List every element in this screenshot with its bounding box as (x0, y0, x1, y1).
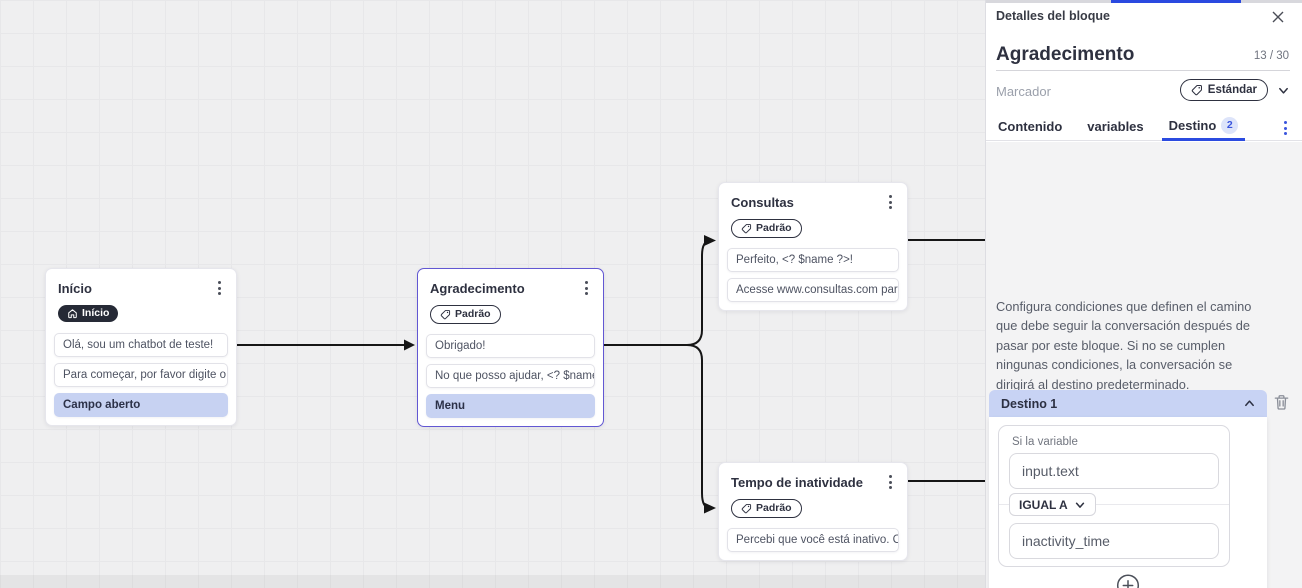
tab-contenido[interactable]: Contenido (998, 119, 1063, 134)
node-menu-icon[interactable] (582, 278, 591, 299)
node-type-badge: Início (58, 304, 119, 322)
tab-variables[interactable]: variables (1087, 119, 1144, 134)
tab-bar: Contenido variables Destino 2 (986, 112, 1302, 141)
home-icon (68, 309, 77, 318)
node-agradecimento[interactable]: Agradecimento Padrão Obrigado! No que po… (417, 268, 604, 427)
destino-description: Configura condiciones que definen el cam… (996, 299, 1252, 392)
block-name[interactable]: Agradecimento (996, 44, 1135, 65)
panel-title: Detalles del bloque (996, 9, 1110, 23)
operator-select[interactable]: IGUAL A (1009, 493, 1096, 516)
tag-icon (1191, 85, 1202, 96)
marcador-label: Marcador (996, 84, 1051, 99)
node-consultas[interactable]: Consultas Padrão Perfeito, <? $name ?>! … (718, 182, 908, 311)
node-inicio[interactable]: Início Início Olá, sou um chatbot de tes… (45, 268, 237, 426)
node-type-badge: Padrão (731, 498, 802, 518)
char-counter: 13 / 30 (1253, 50, 1289, 62)
flow-edges (236, 235, 985, 514)
message-item[interactable]: Perfeito, <? $name ?>! (727, 247, 899, 272)
condition-label: Si la variable (1012, 436, 1078, 448)
message-item[interactable]: Para começar, por favor digite o ... (54, 362, 228, 387)
block-details-panel: Detalles del bloque Agradecimento 13 / 3… (985, 0, 1302, 588)
message-item[interactable]: Acesse www.consultas.com par... (727, 277, 899, 302)
close-icon[interactable] (1269, 8, 1287, 26)
message-item[interactable]: Obrigado! (426, 333, 595, 358)
add-condition-icon[interactable] (1116, 574, 1140, 588)
condition-card: Si la variable IGUAL A (998, 425, 1230, 567)
node-title: Agradecimento (430, 280, 525, 296)
message-item[interactable]: No que posso ajudar, <? $name ... (426, 363, 595, 388)
flow-canvas[interactable]: Início Início Olá, sou um chatbot de tes… (0, 0, 985, 588)
divider (996, 70, 1290, 71)
tag-icon (741, 503, 752, 514)
tag-icon (440, 309, 451, 320)
chevron-down-icon (1075, 502, 1084, 508)
node-menu-icon[interactable] (215, 278, 224, 299)
node-title: Consultas (731, 194, 794, 210)
trash-icon[interactable] (1272, 393, 1291, 412)
node-menu-icon[interactable] (886, 192, 895, 213)
marcador-select[interactable]: Estándar (1179, 79, 1268, 101)
message-item[interactable]: Olá, sou um chatbot de teste! (54, 332, 228, 357)
destino-count-badge: 2 (1221, 116, 1239, 134)
node-tempo-inatividade[interactable]: Tempo de inatividade Padrão Percebi que … (718, 462, 908, 561)
panel-top-indicator (1111, 0, 1241, 3)
canvas-bottom-strip (0, 575, 985, 588)
panel-top-strip (986, 0, 1302, 3)
tab-options-icon[interactable] (1281, 118, 1290, 139)
chevron-up-icon[interactable] (1243, 397, 1256, 410)
tag-icon (741, 223, 752, 234)
node-title: Tempo de inatividade (731, 474, 863, 490)
destino-1-body: Si la variable IGUAL A Ir para Falta del… (989, 417, 1267, 588)
destino-tab-content: Configura condiciones que definen el cam… (986, 142, 1302, 588)
chevron-down-icon[interactable] (1277, 84, 1290, 97)
message-item[interactable]: Percebi que você está inativo. C... (727, 527, 899, 552)
action-item[interactable]: Menu (426, 393, 595, 418)
tab-destino[interactable]: Destino 2 (1161, 112, 1246, 141)
variable-input[interactable] (1009, 453, 1219, 489)
node-menu-icon[interactable] (886, 472, 895, 493)
node-type-badge: Padrão (430, 304, 501, 324)
destino-1-header[interactable]: Destino 1 (989, 390, 1267, 417)
compare-value-input[interactable] (1009, 523, 1219, 559)
node-type-badge: Padrão (731, 218, 802, 238)
divider (999, 504, 1229, 505)
action-item[interactable]: Campo aberto (54, 392, 228, 417)
node-title: Início (58, 280, 92, 296)
